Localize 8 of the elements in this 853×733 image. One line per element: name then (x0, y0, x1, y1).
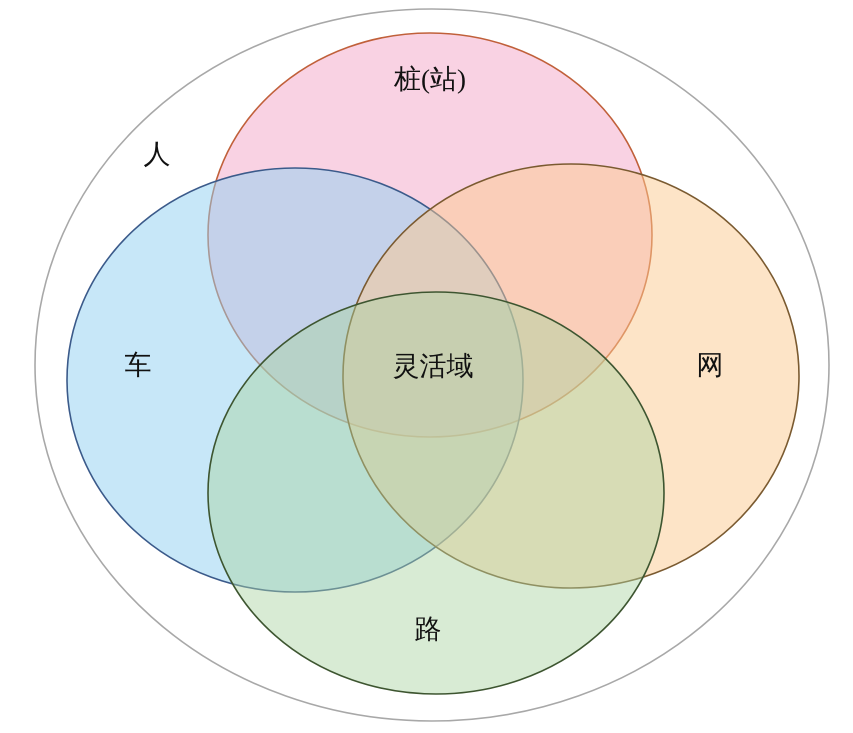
set-label: 路 (414, 615, 442, 645)
set-label: 人 (144, 140, 170, 170)
set-label: 网 (696, 351, 724, 381)
set-label: 桩(站) (394, 65, 466, 95)
venn-ellipse (207, 291, 665, 695)
outer-ellipse (34, 8, 830, 722)
set-label: 车 (124, 351, 152, 381)
intersection-label: 灵活域 (392, 352, 474, 382)
